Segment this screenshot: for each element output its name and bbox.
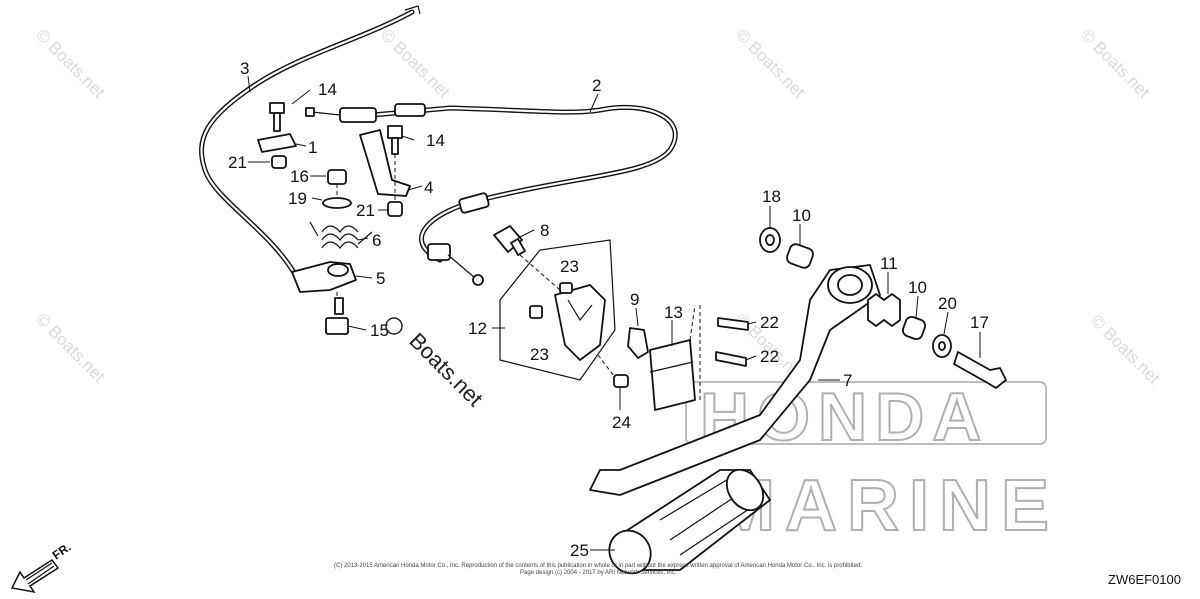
callout-label: 11 <box>880 254 898 273</box>
logo-line-2: MARINE <box>715 466 1059 546</box>
callout-label: 25 <box>570 541 589 560</box>
callout-label: 24 <box>612 413 631 432</box>
callout-label: 15 <box>370 321 389 340</box>
callout-label: 14 <box>426 131 445 150</box>
callout-label: 22 <box>760 313 779 332</box>
callout-label: 5 <box>376 269 385 288</box>
callouts: 3 14 1 21 16 19 6 5 15 14 4 21 2 8 23 12… <box>228 59 989 560</box>
callout-label: 20 <box>938 294 957 313</box>
brand-logo: HONDA MARINE <box>685 378 1059 547</box>
callout-label: 21 <box>228 153 247 172</box>
leader-lines <box>247 75 981 551</box>
tiller-handle <box>589 264 881 496</box>
callout-label: 10 <box>908 278 927 297</box>
pivot-hardware <box>759 227 1007 389</box>
callout-label: 9 <box>630 290 639 309</box>
copyright-circle-icon <box>385 317 403 335</box>
callout-label: 4 <box>424 178 433 197</box>
cable-3 <box>199 5 421 279</box>
callout-label: 6 <box>372 231 381 250</box>
callout-label: 7 <box>843 371 852 390</box>
diagram-code: ZW6EF0100 <box>1108 572 1181 587</box>
watermark: © Boats.net <box>32 25 109 102</box>
throttle-base-assembly <box>493 225 629 388</box>
callout-label: 21 <box>356 201 375 220</box>
watermark: © Boats.net <box>32 309 109 386</box>
watermark: © Boats.net <box>377 25 454 102</box>
screws-22 <box>715 317 749 367</box>
watermark: © Boats.net <box>1077 25 1154 102</box>
callout-label: 16 <box>290 167 309 186</box>
grip-25 <box>608 468 771 575</box>
callout-label: 14 <box>318 80 337 99</box>
copyright-line-2: Page design (c) 2004 - 2017 by ARI Netwo… <box>520 570 677 576</box>
direction-label: FR. <box>50 540 74 563</box>
callout-label: 17 <box>970 313 989 332</box>
callout-label: 13 <box>664 303 683 322</box>
bracket-assembly <box>257 102 411 335</box>
copyright-line-1: (C) 2013-2015 American Honda Motor Co., … <box>334 563 862 569</box>
watermark: © Boats.net <box>732 25 809 102</box>
callout-label: 23 <box>560 257 579 276</box>
callout-label: 12 <box>468 319 487 338</box>
cable-2 <box>305 103 678 286</box>
callout-label: 10 <box>792 206 811 225</box>
callout-label: 2 <box>592 76 601 95</box>
callout-label: 1 <box>308 138 317 157</box>
callout-label: 18 <box>762 187 781 206</box>
callout-label: 22 <box>760 347 779 366</box>
callout-label: 23 <box>530 345 549 364</box>
clip-and-collar <box>627 304 701 411</box>
direction-arrow-icon: FR. <box>10 540 74 594</box>
callout-label: 8 <box>540 221 549 240</box>
watermark-center: Boats.net <box>404 328 487 411</box>
callout-label: 3 <box>240 59 249 78</box>
callout-label: 19 <box>288 189 307 208</box>
watermark: © Boats.net <box>1087 311 1164 388</box>
